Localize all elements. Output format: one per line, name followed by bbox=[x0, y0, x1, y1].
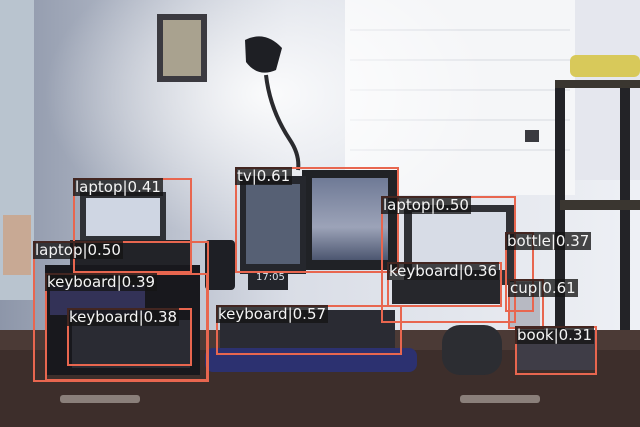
detection-label: keyboard|0.39 bbox=[45, 273, 158, 291]
clock-readout: 17:05 bbox=[256, 272, 285, 283]
detection-box-keyboard: keyboard|0.36 bbox=[387, 262, 502, 307]
detection-label: keyboard|0.57 bbox=[216, 305, 329, 323]
detection-label: keyboard|0.36 bbox=[387, 262, 500, 280]
detection-label: laptop|0.41 bbox=[73, 178, 163, 196]
detection-box-keyboard: keyboard|0.57 bbox=[216, 305, 402, 355]
detection-box-book: book|0.31 bbox=[515, 326, 597, 375]
detection-box-bottle: bottle|0.37 bbox=[505, 232, 592, 312]
detection-box-laptop: laptop|0.41 bbox=[73, 178, 192, 273]
detection-box-laptop: laptop|0.50 bbox=[381, 196, 516, 323]
detection-label: cup|0.61 bbox=[508, 279, 578, 297]
detection-label: laptop|0.50 bbox=[33, 241, 123, 259]
detection-label: book|0.31 bbox=[515, 326, 595, 344]
detection-box-keyboard: keyboard|0.39 bbox=[45, 273, 208, 381]
detection-label: tv|0.61 bbox=[235, 167, 293, 185]
detection-label: keyboard|0.38 bbox=[67, 308, 180, 326]
detection-box-cup: cup|0.61 bbox=[508, 279, 578, 329]
detection-label: laptop|0.50 bbox=[381, 196, 471, 214]
detection-box-laptop: laptop|0.50 bbox=[33, 241, 209, 382]
detection-label: bottle|0.37 bbox=[505, 232, 592, 250]
detection-box-tv: tv|0.61 bbox=[235, 167, 399, 273]
detection-box-keyboard: keyboard|0.38 bbox=[67, 308, 192, 366]
